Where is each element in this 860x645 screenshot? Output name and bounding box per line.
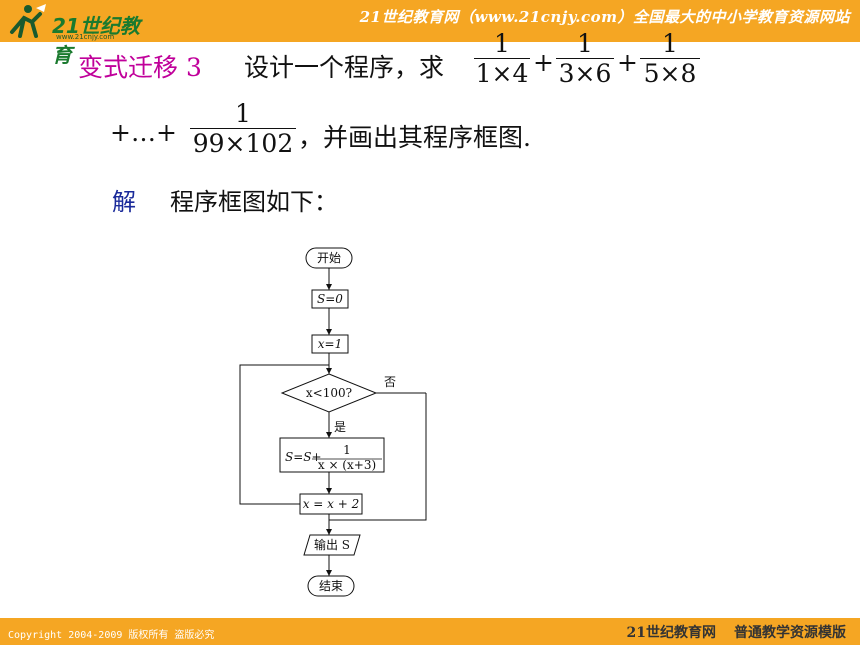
footer-site-name[interactable]: 21世纪教育网: [626, 625, 716, 641]
fraction-term-2: 1 3×6: [556, 30, 614, 89]
header-bar: 21世纪教育 www.21cnjy.com 21世纪教育网（www.21cnjy…: [0, 0, 860, 67]
fraction-denominator: 3×6: [558, 59, 612, 88]
end-label: 结束: [319, 579, 343, 593]
ellipsis-sum: +…+: [110, 118, 177, 147]
solution-label: 解: [112, 188, 136, 216]
footer-bar: Copyright 2004-2009 版权所有 盗版必究 21世纪教育网 普通教…: [0, 618, 860, 645]
fraction-denominator: 99×102: [192, 129, 294, 158]
fraction-last-term: 1 99×102: [190, 100, 296, 159]
init-s-box: [311, 289, 349, 309]
fraction-numerator: 1: [494, 29, 510, 58]
init-x-label: x=1: [318, 337, 342, 351]
condition-label: x<100?: [306, 386, 352, 400]
runner-icon: [10, 4, 46, 38]
update-s-prefix: S=S+: [285, 450, 322, 464]
logo-text: 21世纪教育: [52, 14, 140, 67]
update-s-box: [279, 437, 385, 473]
logo-url: www.21cnjy.com: [56, 33, 115, 41]
site-logo[interactable]: 21世纪教育 www.21cnjy.com: [6, 2, 156, 67]
site-slogan: 21世纪教育网（www.21cnjy.com）全国最大的中小学教育资源网站: [359, 8, 850, 26]
fraction-denominator: 1×4: [475, 59, 529, 88]
no-label: 否: [384, 375, 396, 389]
problem-label: 变式迁移 3: [78, 53, 202, 82]
problem-suffix: ，并画出其程序框图.: [298, 123, 531, 152]
fraction-term-3: 1 5×8: [640, 30, 700, 89]
update-x-label: x = x + 2: [303, 497, 360, 511]
fraction-denominator: 5×8: [643, 59, 697, 88]
plus-sign: +: [533, 48, 554, 77]
output-label: 输出 S: [314, 537, 350, 552]
solution-text: 程序框图如下：: [170, 188, 338, 216]
problem-prompt: 设计一个程序，求: [244, 53, 445, 82]
output-parallelogram: [303, 534, 361, 556]
update-s-numerator: 1: [343, 443, 351, 457]
plus-sign: +: [617, 48, 638, 77]
fraction-term-1: 1 1×4: [474, 30, 530, 89]
flowchart: 开始 S=0 x=1 x<100? 否 是 S=S+ 1 x × (x+3) x…: [239, 247, 427, 597]
start-label: 开始: [317, 251, 341, 265]
yes-label: 是: [334, 420, 346, 434]
fraction-numerator: 1: [235, 99, 251, 128]
fraction-numerator: 1: [662, 29, 678, 58]
footer-branding: 21世纪教育网 普通教学资源模版: [609, 622, 846, 642]
fraction-numerator: 1: [577, 29, 593, 58]
end-terminal: [307, 575, 355, 597]
init-s-label: S=0: [317, 292, 343, 306]
copyright-notice: Copyright 2004-2009 版权所有 盗版必究: [8, 630, 215, 641]
init-x-box: [311, 334, 349, 354]
footer-template-name: 普通教学资源模版: [734, 625, 846, 641]
update-s-denominator: x × (x+3): [318, 458, 376, 472]
